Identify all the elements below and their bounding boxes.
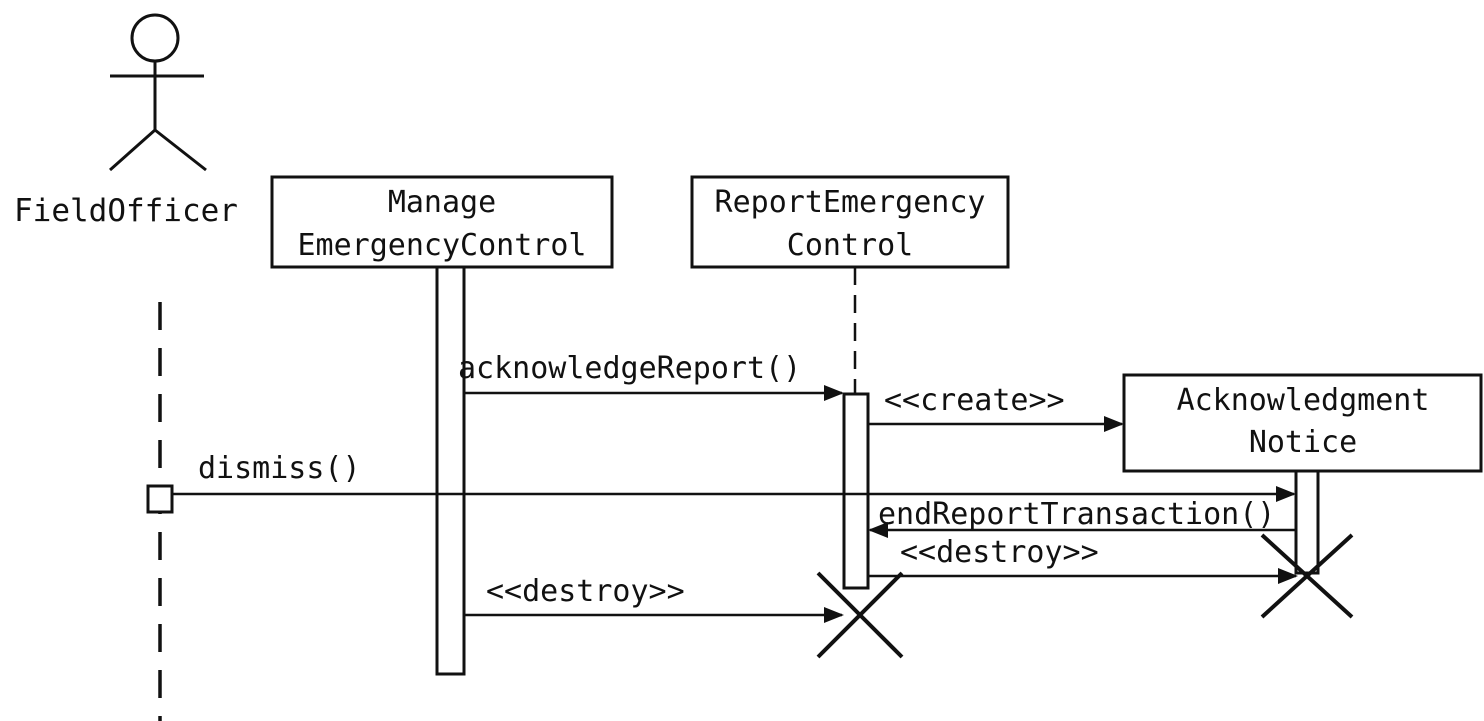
destroy-notice-label: <<destroy>> xyxy=(900,535,1099,570)
dismiss-label: dismiss() xyxy=(198,451,361,486)
field-officer-activation xyxy=(146,484,174,514)
acknowledge-report-label: acknowledgeReport() xyxy=(458,351,801,386)
notice-destroy-x-2 xyxy=(1260,533,1354,619)
acknowledgment-notice-line1: Acknowledgment xyxy=(1177,383,1430,418)
manage-emergency-control-line1: Manage xyxy=(388,185,496,220)
actor-left-leg xyxy=(109,128,156,172)
manage-emergency-control-object: Manage EmergencyControl xyxy=(270,175,614,676)
field-officer-label: FieldOfficer xyxy=(14,193,238,229)
actor-head xyxy=(130,13,180,63)
message-dismiss: dismiss() xyxy=(146,451,1296,514)
create-label: <<create>> xyxy=(884,383,1065,418)
message-end-report-transaction: endReportTransaction() xyxy=(868,497,1296,538)
report-emergency-control-object: ReportEmergency Control xyxy=(690,175,1010,659)
acknowledgment-notice-activation xyxy=(1294,469,1320,575)
message-acknowledge-report: acknowledgeReport() xyxy=(458,351,844,401)
manage-emergency-control-activation xyxy=(435,265,466,676)
manage-emergency-control-box xyxy=(270,175,614,269)
field-officer-actor: FieldOfficer xyxy=(14,13,238,229)
report-emergency-control-box xyxy=(690,175,1010,269)
end-report-transaction-label: endReportTransaction() xyxy=(878,497,1275,532)
report-emergency-control-activation xyxy=(842,392,870,590)
acknowledgment-notice-line2: Notice xyxy=(1249,425,1357,460)
report-emergency-control-line1: ReportEmergency xyxy=(715,185,986,220)
destroy-report-label: <<destroy>> xyxy=(486,574,685,609)
report-destroy-x-2 xyxy=(816,571,904,659)
message-destroy-notice: <<destroy>> xyxy=(868,535,1298,584)
message-destroy-report: <<destroy>> xyxy=(464,574,844,623)
actor-right-leg xyxy=(154,128,207,172)
report-emergency-control-line2: Control xyxy=(787,228,913,263)
message-create: <<create>> xyxy=(868,383,1124,432)
acknowledgment-notice-object: Acknowledgment Notice xyxy=(1122,373,1483,619)
manage-emergency-control-line2: EmergencyControl xyxy=(298,228,587,263)
